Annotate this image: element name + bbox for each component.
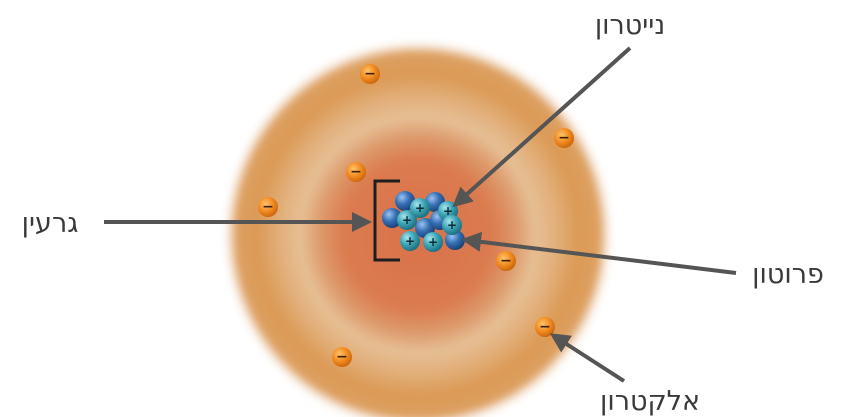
electron-sign: − [558,130,570,146]
electron-sign: − [350,164,362,180]
proton-label: פרוטון [752,259,824,290]
proton-sign: + [447,218,457,232]
electron: − [346,162,366,182]
neutron [445,230,465,250]
electron-sign: − [364,66,376,82]
proton-sign: + [405,234,415,248]
proton-pointer [461,231,737,275]
neutron-label: נייטרון [595,10,665,41]
electron: − [535,317,555,337]
electron-sign: − [539,319,551,335]
electron-pointer [549,333,626,383]
proton: + [397,210,417,230]
proton: + [410,198,430,218]
electrons: − − − − − − − [258,64,574,367]
electron: − [258,197,278,217]
proton: + [423,232,443,252]
proton: + [442,215,462,235]
electron: − [360,64,380,84]
electron-label: אלקטרון [600,386,700,417]
electron-sign: − [336,349,348,365]
proton-sign: + [415,201,425,215]
proton-sign: + [402,213,412,227]
neutron [382,208,402,228]
electron-sign: − [500,253,512,269]
electron: − [554,128,574,148]
neutron [395,191,415,211]
proton-sign: + [428,235,438,249]
proton-sign: + [443,204,453,218]
nucleus-bracket [373,179,400,262]
nucleus-label: גרעין [22,208,79,239]
neutron-pointer [452,46,632,208]
electron: − [496,251,516,271]
electron-sign: − [262,199,274,215]
proton: + [400,231,420,251]
electron: − [332,347,352,367]
